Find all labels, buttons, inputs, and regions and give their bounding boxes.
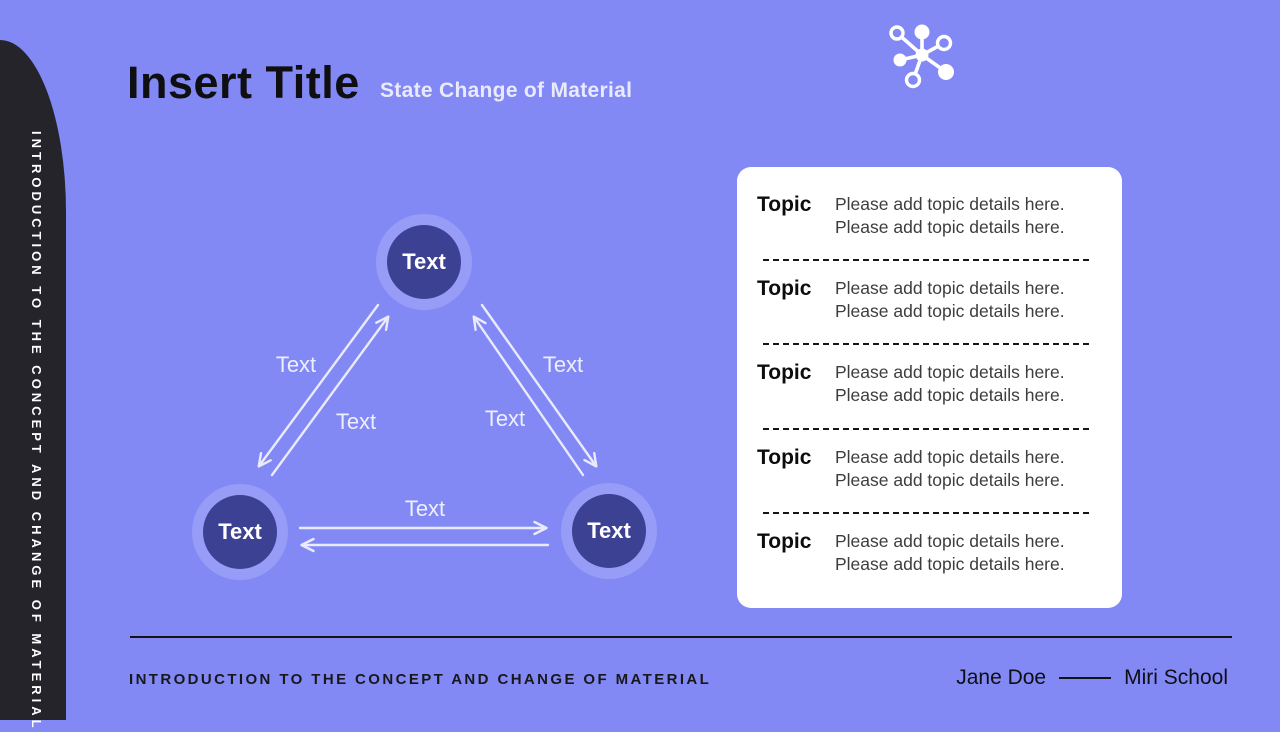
diagram-node-top: Text <box>376 214 472 310</box>
topic-detail-line: Please add topic details here. <box>835 278 1065 299</box>
edge-label-right-inner: Text <box>484 406 526 431</box>
diagram-node-bottom-left: Text <box>192 484 288 580</box>
footer-caption: INTRODUCTION TO THE CONCEPT AND CHANGE O… <box>129 671 712 688</box>
topic-row: Topic Please add topic details here. Ple… <box>757 430 1092 515</box>
topic-title: Topic <box>757 529 812 553</box>
diagram-node-circle: Text <box>572 494 646 568</box>
footer-credit: Jane Doe Miri School <box>956 666 1228 690</box>
topic-details: Please add topic details here. Please ad… <box>835 277 1065 323</box>
edge-label-bottom: Text <box>404 496 446 521</box>
topic-detail-line: Please add topic details here. <box>835 362 1065 383</box>
topic-row: Topic Please add topic details here. Ple… <box>757 261 1092 346</box>
diagram-node-circle: Text <box>203 495 277 569</box>
author-name: Jane Doe <box>956 666 1047 689</box>
node-label: Text <box>587 518 631 543</box>
topic-title: Topic <box>757 361 812 385</box>
topic-detail-line: Please add topic details here. <box>835 553 1065 574</box>
diagram-node-circle: Text <box>387 225 461 299</box>
topic-details: Please add topic details here. Please ad… <box>835 446 1065 492</box>
page-subtitle: State Change of Material <box>380 79 633 102</box>
sidebar <box>0 40 66 720</box>
diagram-node-bottom-right: Text <box>561 483 657 579</box>
topics-card: Topic Please add topic details here. Ple… <box>737 167 1122 608</box>
organization-name: Miri School <box>1124 666 1228 689</box>
topic-detail-line: Please add topic details here. <box>835 217 1065 237</box>
edge-label-left-outer: Text <box>275 352 317 377</box>
topic-detail-line: Please add topic details here. <box>835 301 1065 322</box>
page-title: Insert Title <box>127 57 360 108</box>
topic-detail-line: Please add topic details here. <box>835 194 1065 214</box>
topic-detail-line: Please add topic details here. <box>835 530 1065 551</box>
topic-title: Topic <box>757 445 812 469</box>
edge-label-right-outer: Text <box>542 352 584 377</box>
topic-row: Topic Please add topic details here. Ple… <box>757 345 1092 430</box>
credit-divider-line <box>1059 677 1112 679</box>
topic-detail-line: Please add topic details here. <box>835 446 1065 467</box>
topic-row: Topic Please add topic details here. Ple… <box>757 514 1092 598</box>
topic-row: Topic Please add topic details here. Ple… <box>757 177 1092 262</box>
topic-details: Please add topic details here. Please ad… <box>835 530 1065 576</box>
footer-divider-line <box>130 636 1232 638</box>
topic-detail-line: Please add topic details here. <box>835 469 1065 490</box>
topic-title: Topic <box>757 277 812 301</box>
node-label: Text <box>218 519 262 544</box>
topic-title: Topic <box>757 193 812 216</box>
molecule-network-icon <box>889 24 954 89</box>
node-label: Text <box>402 249 446 274</box>
topic-detail-line: Please add topic details here. <box>835 385 1065 406</box>
topic-details: Please add topic details here. Please ad… <box>835 361 1065 407</box>
edge-label-left-inner: Text <box>335 409 377 434</box>
topic-details: Please add topic details here. Please ad… <box>835 193 1065 239</box>
sidebar-vertical-label: INTRODUCTION TO THE CONCEPT AND CHANGE O… <box>29 131 44 732</box>
